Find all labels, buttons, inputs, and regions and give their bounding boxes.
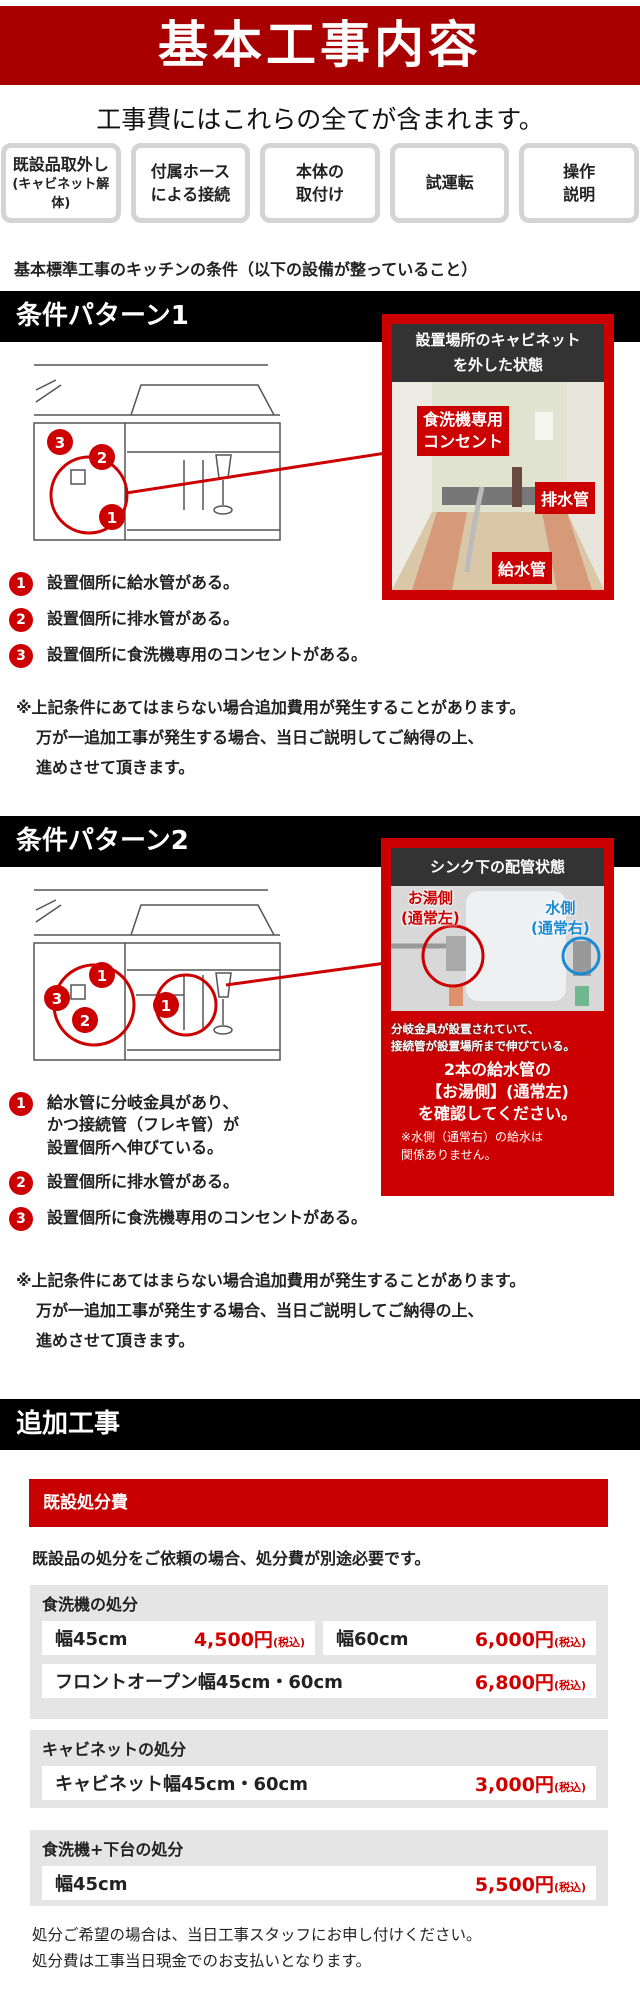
number-badge: 3: [9, 644, 33, 668]
condition-item: 1 給水管に分岐金具があり、 かつ接続管（フレキ管）が 設置個所へ伸びている。: [9, 1092, 367, 1159]
kitchen-sketch-2: 1 3 2 1: [33, 889, 386, 1061]
disposal-fee-header: 既設処分費: [29, 1479, 608, 1527]
condition-item: 2 設置個所に排水管がある。: [9, 1171, 367, 1196]
condition-text: 設置個所に食洗機専用のコンセントがある。: [47, 1208, 368, 1228]
included-item: 操作説明: [519, 143, 639, 223]
piping-photo-image: [391, 886, 604, 1011]
included-label: 試運転: [425, 173, 474, 193]
condition-text: 設置個所に食洗機専用のコンセントがある。: [47, 645, 368, 664]
number-badge: 3: [9, 1207, 33, 1232]
pattern1-note: ※上記条件にあてはまらない場合追加費用が発生することがあります。万が一追加工事が…: [16, 698, 526, 777]
included-label: 既設品取外し: [12, 154, 109, 174]
included-label-sub: による接続: [150, 185, 231, 204]
included-label: 操作: [563, 161, 596, 181]
conditions-title: 基本標準工事のキッチンの条件（以下の設備が整っていること）: [14, 260, 478, 279]
condition-item: 3 設置個所に食洗機専用のコンセントがある。: [9, 1207, 368, 1232]
condition-item: 1 設置個所に給水管がある。: [9, 572, 367, 596]
included-label-sub: 取付け: [295, 185, 344, 204]
number-badge: 2: [9, 1171, 33, 1196]
svg-text:3: 3: [52, 990, 62, 1008]
pattern2-conditions: 1 給水管に分岐金具があり、 かつ接続管（フレキ管）が 設置個所へ伸びている。 2…: [9, 1092, 367, 1243]
cold-side-label: 水側(通常右): [531, 899, 590, 937]
group-title: 食洗機の処分: [42, 1595, 139, 1614]
svg-text:2: 2: [80, 1012, 90, 1030]
svg-text:3: 3: [55, 434, 65, 452]
photo-under-sink-piping: シンク下の配管状態 お湯側(通常左) 水側(通常右) 分岐金具が設置されていて、…: [381, 838, 614, 1196]
hot-side-label: お湯側(通常左): [401, 889, 460, 927]
disposal-description: 既設品の処分をご依頼の場合、処分費が別途必要です。: [32, 1549, 431, 1568]
drain-label: 排水管: [535, 482, 596, 514]
svg-text:1: 1: [107, 509, 117, 527]
number-badge: 1: [9, 1092, 33, 1116]
included-label-sub: (キャビネット解体): [12, 176, 110, 211]
condition-text: 給水管に分岐金具があり、 かつ接続管（フレキ管）が 設置個所へ伸びている。: [47, 1093, 240, 1157]
check-instruction: 2本の給水管の【お湯側】(通常左)を確認してください。: [417, 1060, 578, 1123]
included-item: 付属ホースによる接続: [130, 143, 251, 223]
condition-text: 設置個所に排水管がある。: [47, 609, 240, 628]
pattern2-note: ※上記条件にあてはまらない場合追加費用が発生することがあります。万が一追加工事が…: [16, 1271, 526, 1350]
included-item: 既設品取外し(キャビネット解体): [1, 143, 121, 223]
condition-text: 設置個所に排水管がある。: [47, 1172, 240, 1192]
condition-item: 2 設置個所に排水管がある。: [9, 608, 367, 632]
included-label: 付属ホース: [150, 161, 230, 181]
group-title: キャビネットの処分: [42, 1740, 187, 1759]
disposal-footer-note: 処分ご希望の場合は、当日工事スタッフにお申し付けください。処分費は工事当日現金で…: [32, 1926, 482, 1970]
outlet-label: 食洗機専用コンセント: [417, 406, 510, 456]
page-subtitle: 工事費にはこれらの全てが含まれます。: [96, 105, 544, 134]
condition-text: 設置個所に給水管がある。: [47, 573, 240, 592]
included-item: 試運転: [389, 143, 510, 223]
condition-item: 3 設置個所に食洗機専用のコンセントがある。: [9, 644, 367, 668]
extra-work-header: 追加工事: [0, 1399, 640, 1450]
number-badge: 2: [9, 608, 33, 632]
kitchen-sketch-1: 3 2 1: [33, 364, 386, 541]
pattern1-conditions: 1 設置個所に給水管がある。 2 設置個所に排水管がある。 3 設置個所に食洗機専用の…: [9, 572, 367, 680]
svg-text:1: 1: [161, 997, 171, 1015]
included-label: 本体の: [295, 161, 344, 181]
photo-caption: シンク下の配管状態: [391, 848, 604, 886]
supply-label: 給水管: [492, 552, 553, 584]
svg-text:2: 2: [97, 449, 107, 467]
branch-note: 分岐金具が設置されていて、接続管が設置場所まで伸びている。: [391, 1022, 575, 1053]
included-work-list: 既設品取外し(キャビネット解体) 付属ホースによる接続 本体の取付け 試運転 操…: [0, 143, 640, 223]
page-title: 基本工事内容: [0, 6, 640, 85]
included-item: 本体の取付け: [260, 143, 380, 223]
cold-side-note: ※水側（通常右）の給水は関係ありません。: [401, 1130, 544, 1162]
group-title: 食洗機+下台の処分: [42, 1840, 184, 1859]
photo-caption: 設置場所のキャビネットを外した状態: [392, 324, 604, 382]
photo-cabinet-removed: 設置場所のキャビネットを外した状態 食洗機専用コンセント 排水管 給水管: [382, 314, 614, 600]
included-label-sub: 説明: [563, 185, 596, 204]
number-badge: 1: [9, 572, 33, 596]
svg-text:1: 1: [97, 967, 107, 985]
